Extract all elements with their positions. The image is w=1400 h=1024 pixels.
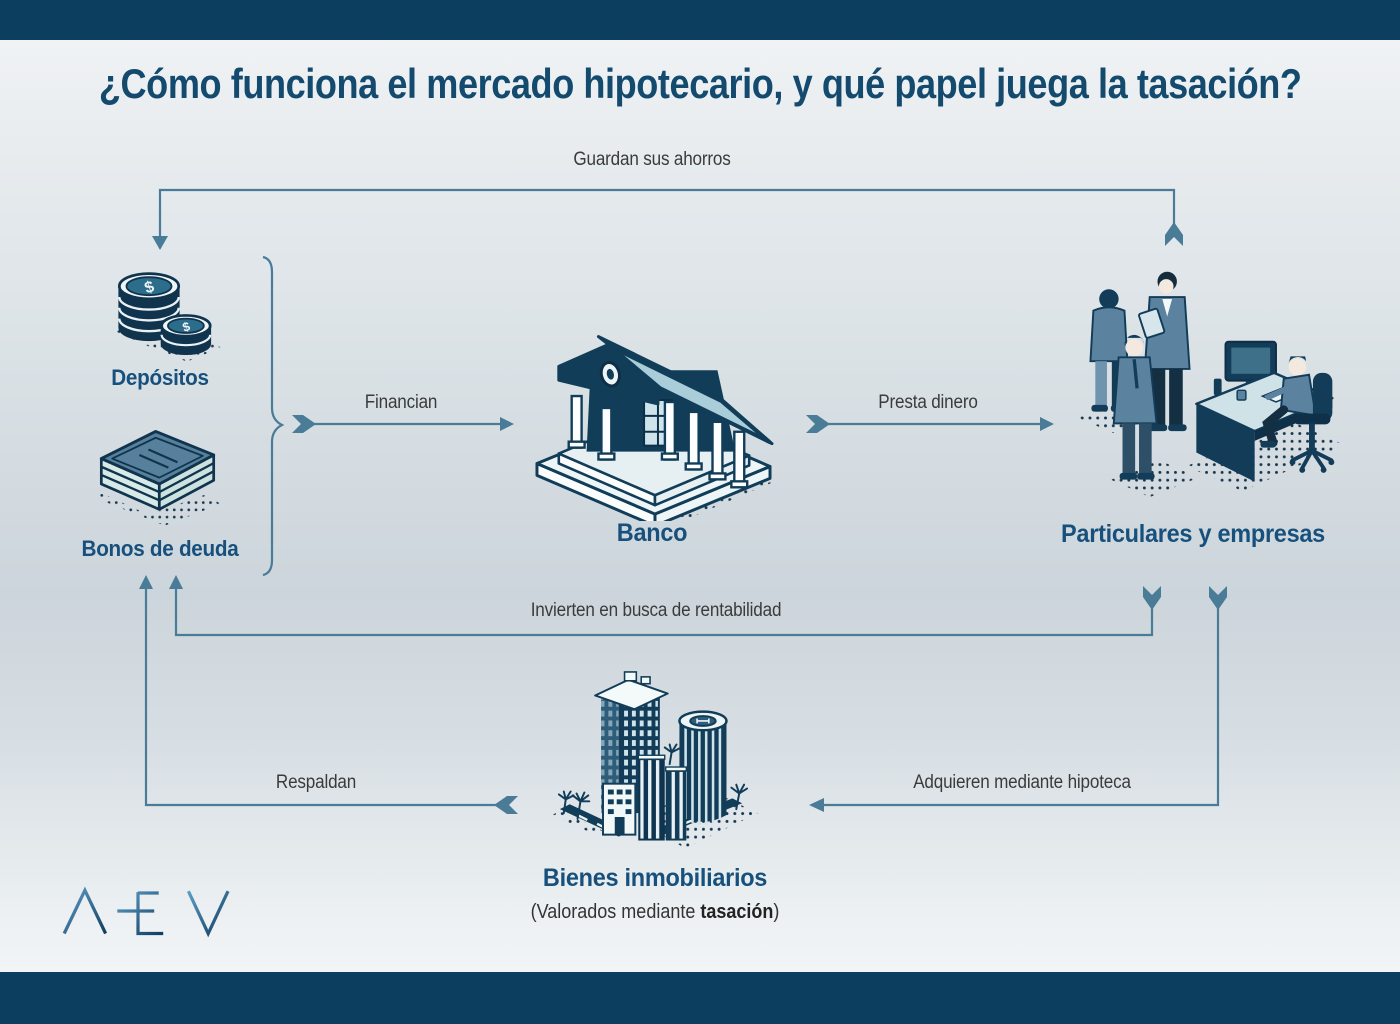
group-brace bbox=[262, 255, 285, 577]
dart-down-adquieren bbox=[1209, 586, 1227, 610]
arrowhead-right-presta bbox=[1040, 417, 1054, 431]
bottom-bar bbox=[0, 972, 1400, 1024]
people-group-icon bbox=[1072, 258, 1344, 510]
city-buildings-icon bbox=[542, 670, 762, 866]
logo-letter-v bbox=[186, 890, 230, 938]
aev-logo bbox=[57, 882, 237, 940]
arrowhead-right-financian bbox=[500, 417, 514, 431]
flow-label-invierten: Invierten en busca de rentabilidad bbox=[530, 600, 782, 621]
coin-symbol-2: $ bbox=[181, 319, 192, 334]
valuation-note: (Valorados mediante tasación) bbox=[530, 901, 780, 923]
dart-right-financian bbox=[292, 415, 316, 433]
flow-label-guardan: Guardan sus ahorros bbox=[573, 149, 731, 170]
flow-adquieren-line bbox=[820, 608, 1220, 807]
logo-letter-e bbox=[117, 891, 164, 936]
node-label-bienes: Bienes inmobiliarios bbox=[542, 864, 768, 892]
dart-left-respaldan bbox=[494, 796, 518, 814]
node-label-bonos: Bonos de deuda bbox=[81, 536, 239, 561]
flow-label-respaldan: Respaldan bbox=[275, 772, 357, 793]
money-stack-icon bbox=[85, 420, 230, 528]
dart-up-guardan bbox=[1165, 222, 1183, 246]
flow-label-presta: Presta dinero bbox=[878, 392, 978, 413]
top-bar bbox=[0, 0, 1400, 40]
logo-letter-a bbox=[62, 886, 108, 935]
flow-label-adquieren: Adquieren mediante hipoteca bbox=[913, 772, 1131, 793]
bank-icon bbox=[528, 283, 778, 521]
arrowhead-left-adquieren bbox=[809, 798, 824, 812]
coins-icon: $ $ bbox=[95, 250, 230, 362]
dart-down-invierten bbox=[1143, 586, 1161, 610]
arrowhead-up-respaldan bbox=[139, 575, 153, 589]
arrowhead-up-invierten bbox=[169, 575, 183, 589]
flow-label-financian: Financian bbox=[364, 392, 438, 413]
flow-invierten-line bbox=[174, 588, 1154, 637]
node-label-depositos: Depósitos bbox=[111, 365, 209, 390]
page-title: ¿Cómo funciona el mercado hipotecario, y… bbox=[98, 60, 1302, 107]
flow-respaldan-line bbox=[144, 588, 506, 807]
node-label-banco: Banco bbox=[616, 519, 688, 547]
dart-right-presta bbox=[806, 415, 830, 433]
flow-guardan-line bbox=[158, 188, 1176, 238]
arrowhead-down-depositos bbox=[152, 236, 168, 250]
node-label-particulares: Particulares y empresas bbox=[1061, 520, 1325, 548]
